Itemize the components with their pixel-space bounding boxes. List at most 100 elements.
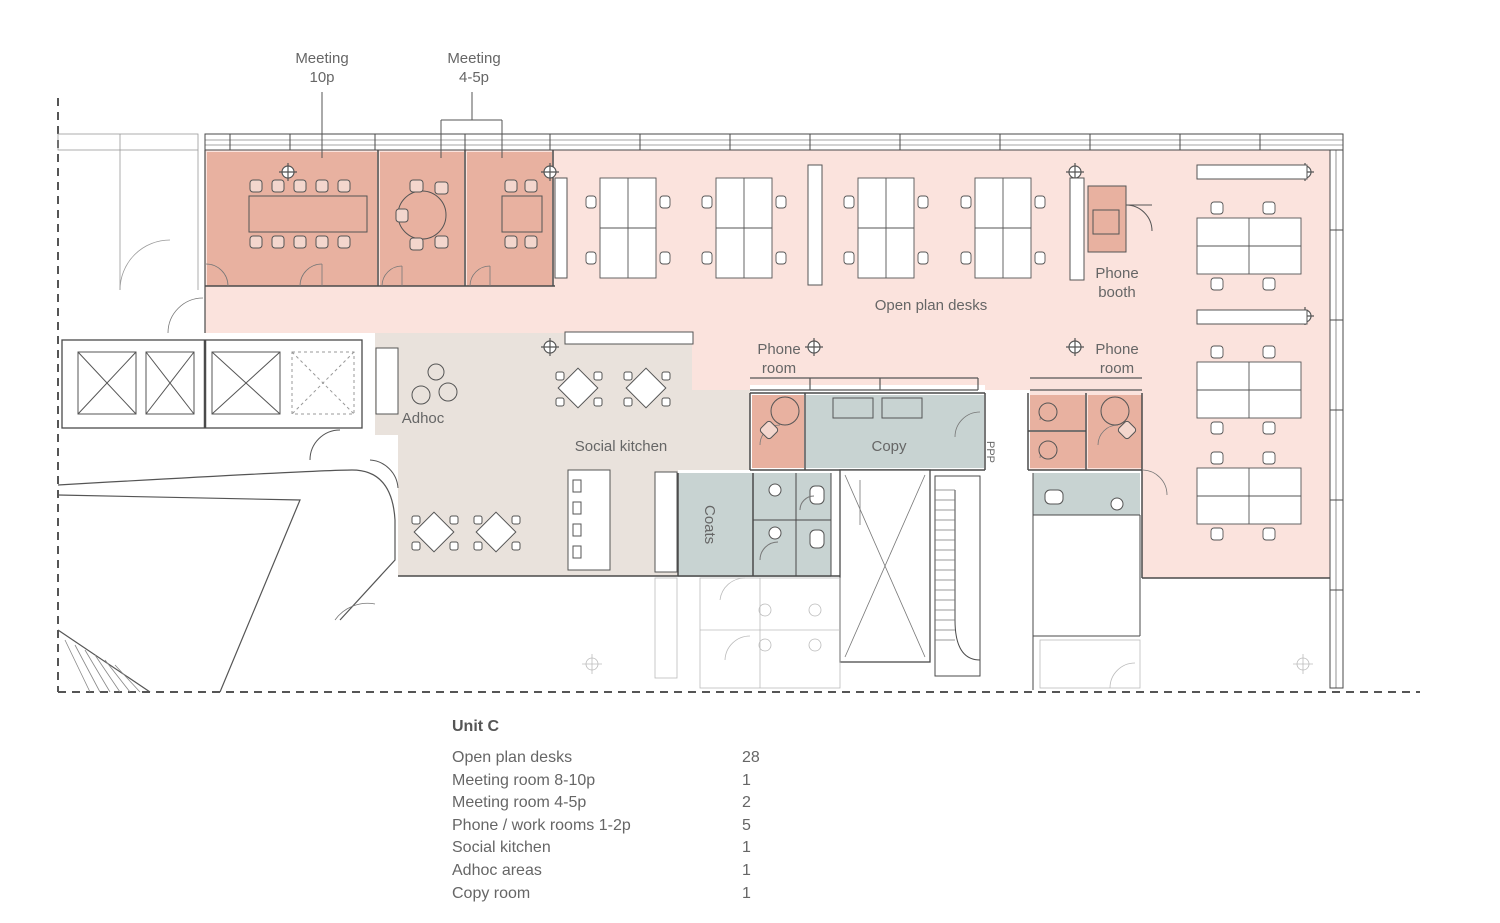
desk-chair bbox=[1034, 251, 1046, 265]
label-meeting-10p-line1: Meeting bbox=[295, 50, 349, 67]
schedule-row-value: 28 bbox=[742, 749, 760, 766]
schedule-row: Adhoc areas 1 bbox=[452, 862, 852, 885]
label-coats: Coats bbox=[701, 505, 718, 545]
schedule-row-label: Copy room bbox=[452, 884, 531, 902]
desk-chair bbox=[1262, 277, 1276, 291]
label-ppp: PPP bbox=[984, 441, 996, 464]
schedule-row: Phone / work rooms 1-2p 5 bbox=[452, 817, 852, 840]
desk-chair bbox=[917, 195, 929, 209]
label-social-kitchen: Social kitchen bbox=[574, 438, 668, 455]
desk-chair bbox=[917, 251, 929, 265]
label-phone-room-b: Phone room bbox=[1090, 340, 1144, 378]
cafe-chair bbox=[511, 515, 521, 525]
schedule-row-value: 1 bbox=[742, 884, 751, 902]
cafe-chair bbox=[449, 515, 459, 525]
desk-chair bbox=[1262, 421, 1276, 435]
desk-chair bbox=[1262, 451, 1276, 465]
desk-chair bbox=[775, 195, 787, 209]
cafe-table bbox=[557, 367, 599, 409]
chair bbox=[337, 235, 351, 249]
desk-chair bbox=[659, 251, 671, 265]
desk-chair bbox=[843, 195, 855, 209]
desk-chair bbox=[1210, 451, 1224, 465]
label-open-plan-desks: Open plan desks bbox=[874, 297, 988, 314]
chair bbox=[315, 235, 329, 249]
cafe-chair bbox=[661, 371, 671, 381]
schedule-row-value: 1 bbox=[742, 861, 751, 879]
chair bbox=[293, 179, 307, 193]
desk-chair bbox=[701, 251, 713, 265]
label-phone-room-b-line1: Phone bbox=[1095, 341, 1139, 358]
cafe-chair bbox=[555, 371, 565, 381]
cafe-chair bbox=[411, 515, 421, 525]
chair bbox=[271, 179, 285, 193]
label-phone-booth-line1: Phone bbox=[1095, 265, 1139, 282]
schedule-row-label: Phone / work rooms 1-2p bbox=[452, 816, 631, 834]
schedule-row-value: 5 bbox=[742, 816, 751, 834]
schedule-row-label: Open plan desks bbox=[452, 749, 573, 766]
chair bbox=[249, 179, 263, 193]
label-phone-room-b-line2: room bbox=[1099, 360, 1135, 377]
chair bbox=[293, 235, 307, 249]
schedule-row-label: Social kitchen bbox=[452, 839, 551, 857]
label-meeting-4-5p-line1: Meeting bbox=[447, 50, 501, 67]
desk-chair bbox=[1210, 201, 1224, 215]
label-meeting-10p: Meeting 10p bbox=[290, 49, 354, 87]
schedule-row-label: Adhoc areas bbox=[452, 861, 542, 879]
floor-plan bbox=[57, 92, 1420, 693]
label-meeting-10p-line2: 10p bbox=[309, 69, 335, 86]
label-phone-booth: Phone booth bbox=[1090, 264, 1144, 302]
schedule-row: Copy room 1 bbox=[452, 885, 852, 908]
cafe-chair bbox=[593, 397, 603, 407]
schedule-row-value: 2 bbox=[742, 794, 751, 812]
cafe-chair bbox=[473, 541, 483, 551]
phone-room-b1 bbox=[1030, 395, 1085, 430]
desk-chair bbox=[585, 251, 597, 265]
desk-chair bbox=[960, 195, 972, 209]
desk-chair bbox=[1034, 195, 1046, 209]
label-meeting-4-5p-line2: 4-5p bbox=[458, 69, 490, 86]
cafe-table bbox=[475, 511, 517, 553]
schedule-row-value: 1 bbox=[742, 839, 751, 857]
chair bbox=[337, 179, 351, 193]
desk-chair bbox=[1210, 421, 1224, 435]
cafe-chair bbox=[511, 541, 521, 551]
cafe-chair bbox=[623, 397, 633, 407]
desk-chair bbox=[843, 251, 855, 265]
schedule-row-label: Meeting room 8-10p bbox=[452, 771, 596, 789]
desk-chair bbox=[701, 195, 713, 209]
label-copy: Copy bbox=[871, 438, 907, 455]
label-phone-room-a-line1: Phone bbox=[757, 341, 801, 358]
desk-chair bbox=[1262, 527, 1276, 541]
chair bbox=[271, 235, 285, 249]
desk-chair bbox=[1210, 527, 1224, 541]
label-meeting-4-5p: Meeting 4-5p bbox=[442, 49, 506, 87]
label-phone-room-a-line2: room bbox=[761, 360, 797, 377]
schedule-title: Unit C bbox=[452, 718, 500, 735]
coats-area bbox=[678, 473, 753, 577]
chair bbox=[249, 235, 263, 249]
cafe-chair bbox=[593, 371, 603, 381]
label-adhoc: Adhoc bbox=[401, 410, 445, 427]
chair bbox=[315, 179, 329, 193]
desk-chair bbox=[585, 195, 597, 209]
desk-chair bbox=[960, 251, 972, 265]
cafe-chair bbox=[449, 541, 459, 551]
desk-chair bbox=[775, 251, 787, 265]
cafe-table bbox=[413, 511, 455, 553]
desk-chair bbox=[1262, 345, 1276, 359]
cafe-chair bbox=[411, 541, 421, 551]
schedule-row: Social kitchen 1 bbox=[452, 839, 852, 862]
desk-chair bbox=[1262, 201, 1276, 215]
cafe-chair bbox=[473, 515, 483, 525]
desk-chair bbox=[1210, 277, 1224, 291]
cafe-table bbox=[625, 367, 667, 409]
cafe-chair bbox=[555, 397, 565, 407]
label-phone-room-a: Phone room bbox=[752, 340, 806, 378]
cafe-chair bbox=[623, 371, 633, 381]
desk-chair bbox=[659, 195, 671, 209]
